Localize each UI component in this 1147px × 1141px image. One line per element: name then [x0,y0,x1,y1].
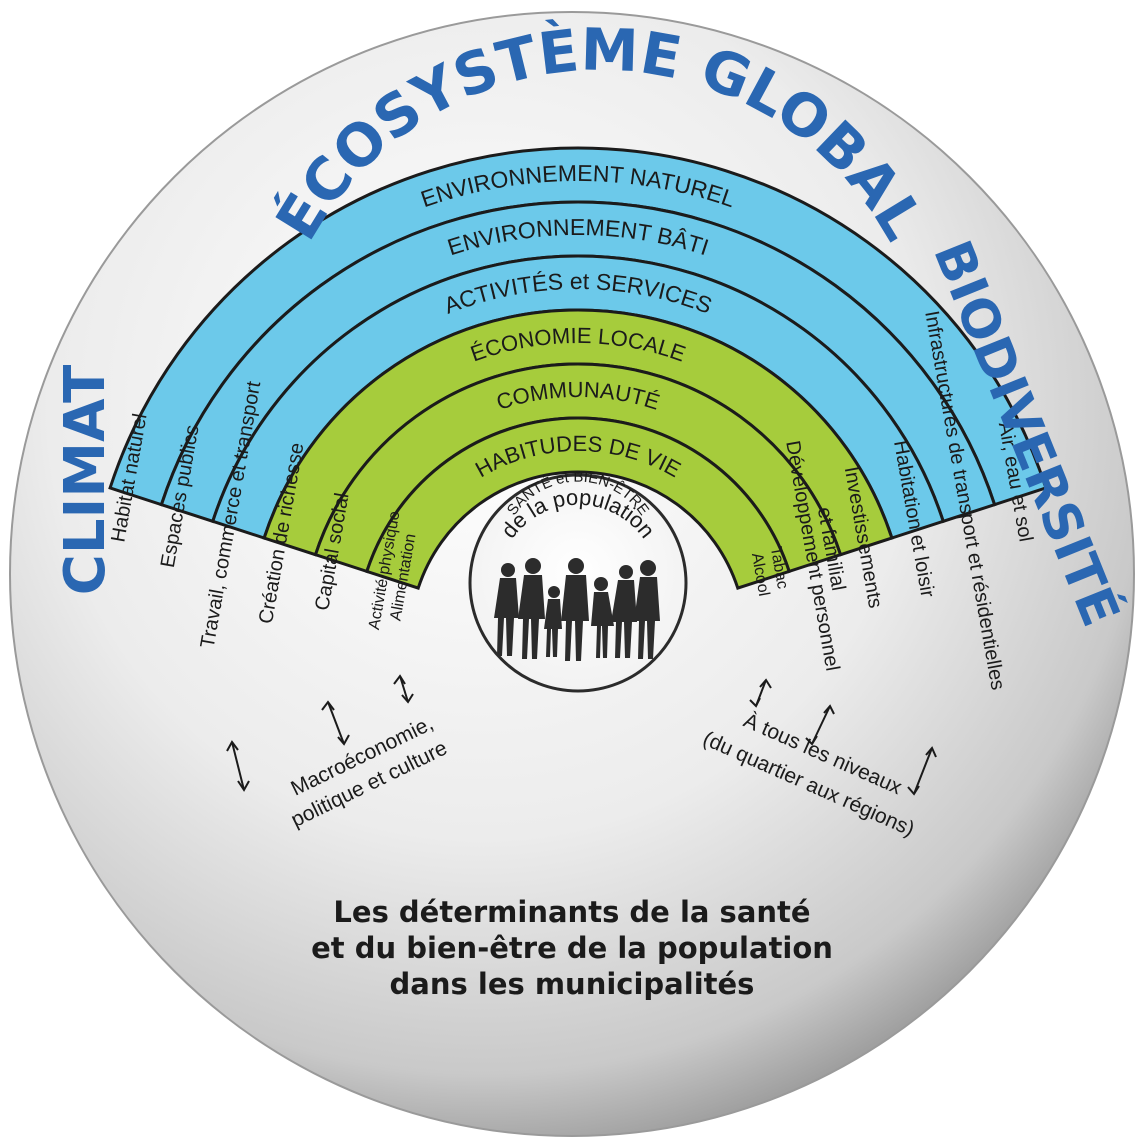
caption-line2: et du bien-être de la population [311,931,833,965]
caption-line1: Les déterminants de la santé [333,895,810,929]
caption-line3: dans les municipalités [390,967,755,1001]
people-silhouettes-icon [494,558,660,661]
band-5 [364,416,792,590]
climat-title: CLIMAT [53,365,118,596]
level-arrows [226,674,937,796]
